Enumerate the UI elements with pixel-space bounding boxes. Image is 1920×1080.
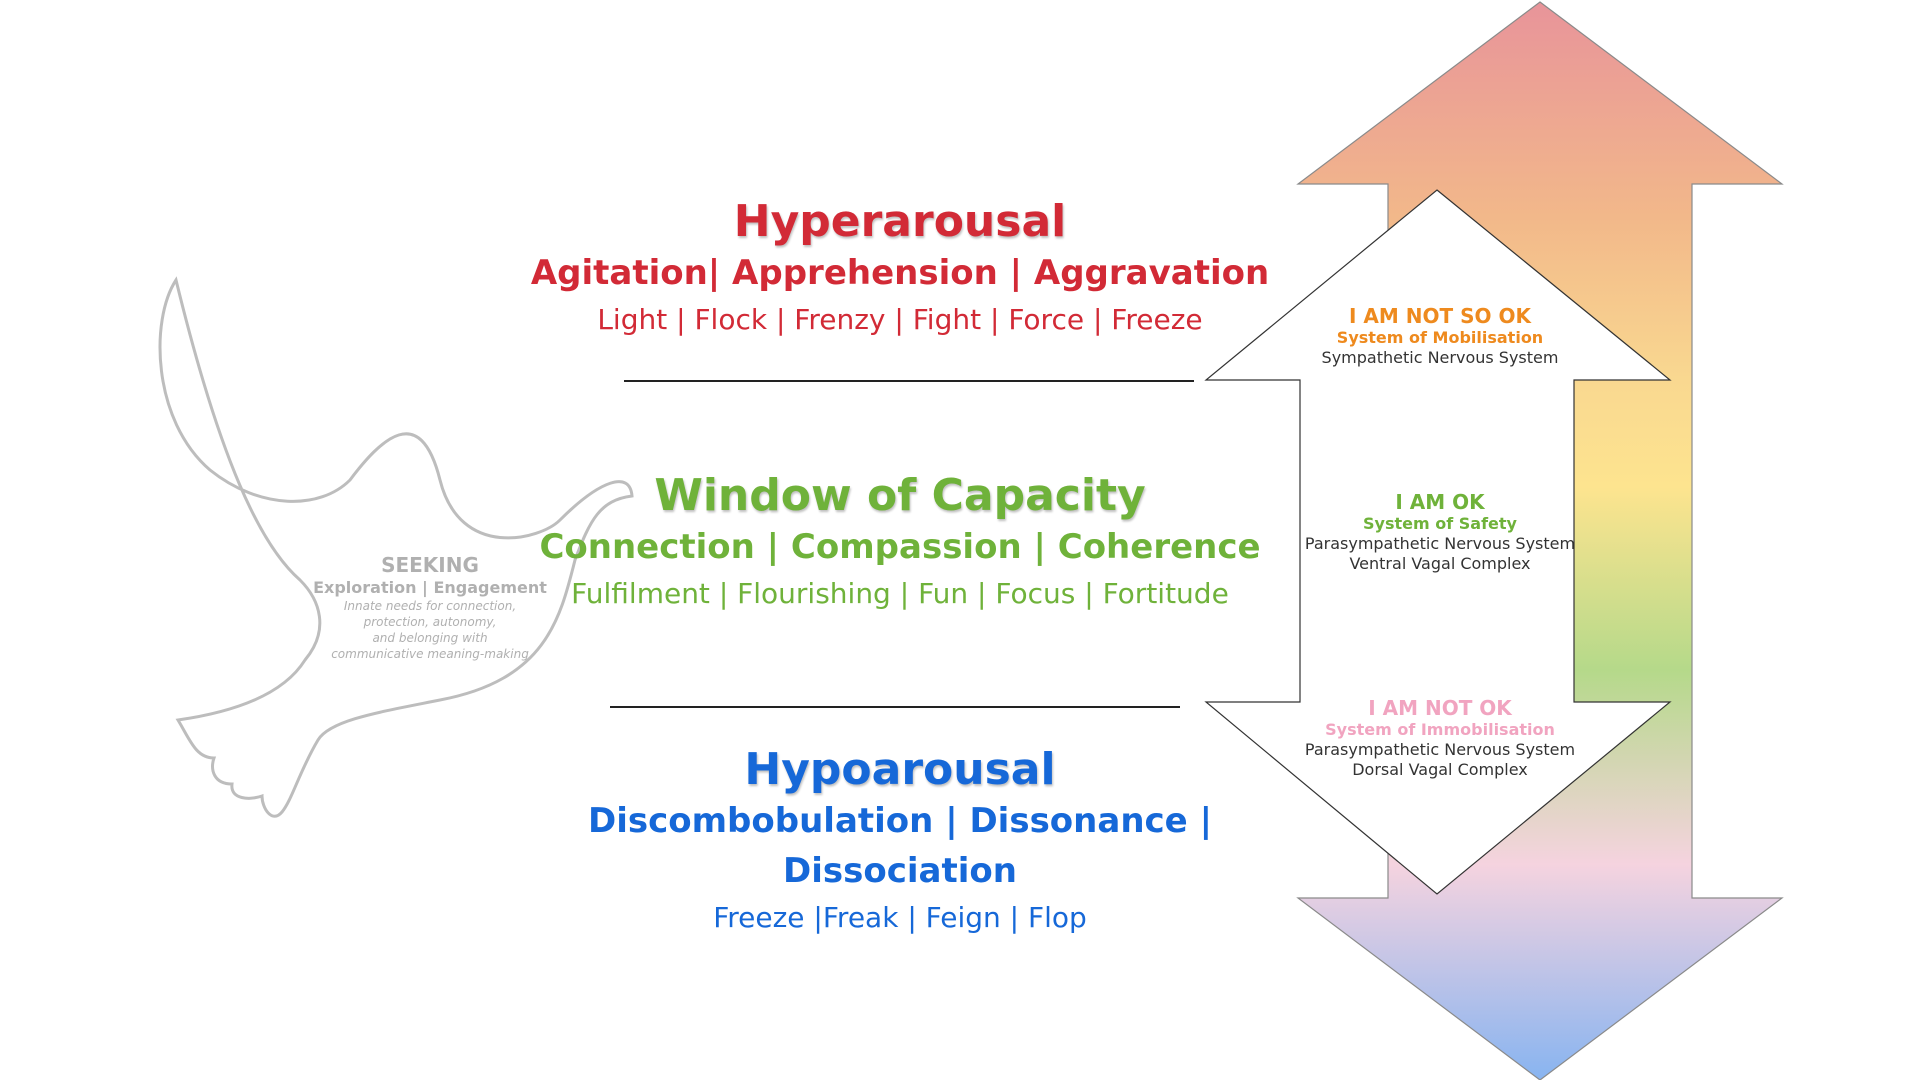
seeking-note: communicative meaning-making bbox=[331, 647, 529, 661]
state-mobilisation-system: System of Mobilisation bbox=[1336, 328, 1544, 347]
hypoarousal-title: Hypoarousal bbox=[744, 744, 1056, 795]
hyperarousal-detail: Light | Flock | Frenzy | Fight | Force |… bbox=[597, 303, 1203, 336]
seeking-note: Innate needs for connection, bbox=[343, 599, 517, 613]
hyperarousal-subtitle: Agitation| Apprehension | Aggravation bbox=[530, 253, 1270, 293]
state-safety-line: Parasympathetic Nervous System bbox=[1304, 534, 1576, 553]
hypoarousal-detail: Freeze |Freak | Feign | Flop bbox=[713, 901, 1087, 934]
state-mobilisation-line: Sympathetic Nervous System bbox=[1321, 348, 1559, 367]
hypoarousal-section: Hypoarousal Discombobulation | Dissonanc… bbox=[510, 744, 1290, 940]
state-safety: I AM OK System of Safety Parasympathetic… bbox=[1290, 490, 1590, 574]
seeking-note: and belonging with bbox=[372, 631, 488, 645]
seeking-note: protection, autonomy, bbox=[363, 615, 497, 629]
divider-lower bbox=[610, 706, 1180, 708]
state-safety-line: Ventral Vagal Complex bbox=[1349, 554, 1531, 573]
state-safety-heading: I AM OK bbox=[1395, 490, 1485, 514]
window-of-capacity-title: Window of Capacity bbox=[654, 470, 1146, 521]
divider-upper bbox=[624, 380, 1194, 382]
window-of-capacity-detail: Fulfilment | Flourishing | Fun | Focus |… bbox=[571, 577, 1229, 610]
window-of-capacity-section: Window of Capacity Connection | Compassi… bbox=[510, 470, 1290, 616]
state-safety-system: System of Safety bbox=[1363, 514, 1517, 533]
state-mobilisation: I AM NOT SO OK System of Mobilisation Sy… bbox=[1290, 304, 1590, 368]
seeking-subtitle: Exploration | Engagement bbox=[313, 578, 547, 597]
window-of-capacity-subtitle: Connection | Compassion | Coherence bbox=[539, 527, 1261, 567]
hyperarousal-title: Hyperarousal bbox=[733, 196, 1067, 247]
seeking-title: SEEKING bbox=[381, 553, 479, 577]
window-of-capacity-arrow bbox=[1204, 189, 1672, 895]
hypoarousal-subtitle: Discombobulation | Dissonance | Dissocia… bbox=[588, 801, 1212, 891]
hyperarousal-section: Hyperarousal Agitation| Apprehension | A… bbox=[510, 196, 1290, 342]
seeking-label-group: SEEKING Exploration | Engagement Innate … bbox=[300, 552, 560, 662]
state-immobilisation-line: Dorsal Vagal Complex bbox=[1352, 760, 1528, 779]
state-immobilisation-heading: I AM NOT OK bbox=[1368, 696, 1512, 720]
state-immobilisation-system: System of Immobilisation bbox=[1325, 720, 1555, 739]
state-mobilisation-heading: I AM NOT SO OK bbox=[1349, 304, 1531, 328]
state-immobilisation: I AM NOT OK System of Immobilisation Par… bbox=[1290, 696, 1590, 780]
dove-icon bbox=[158, 276, 634, 818]
state-immobilisation-line: Parasympathetic Nervous System bbox=[1304, 740, 1576, 759]
